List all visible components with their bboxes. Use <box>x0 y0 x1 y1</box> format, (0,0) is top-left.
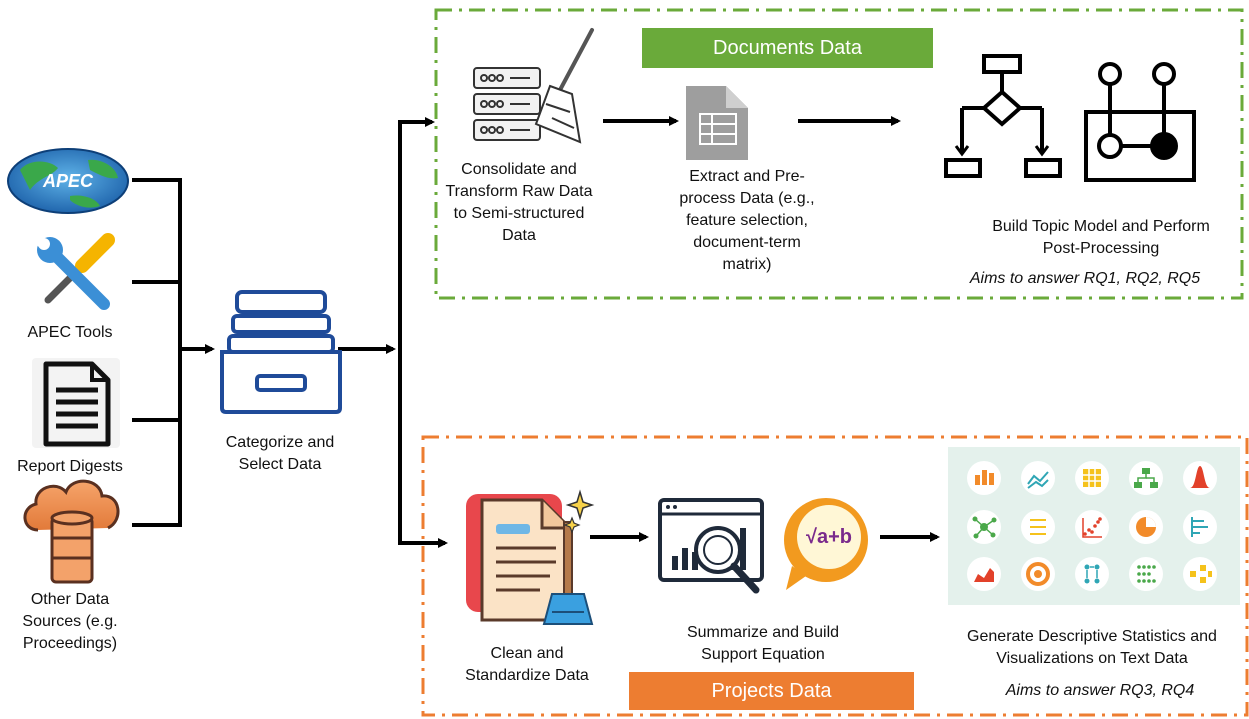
generate-stats-label: Generate Descriptive Statistics and Visu… <box>940 626 1244 670</box>
documents-aims: Aims to answer RQ1, RQ2, RQ5 <box>969 270 1201 287</box>
report-document-icon <box>32 358 120 448</box>
spreadsheet-icon <box>686 86 748 160</box>
other-sources-line-2: Sources (e.g. <box>22 613 118 630</box>
consolidate-label: Consolidate and Transform Raw Data to Se… <box>434 159 604 247</box>
extract-line-5: matrix) <box>722 256 772 273</box>
apec-logo-text: APEC <box>42 171 93 191</box>
consolidate-line-3: to Semi-structured <box>453 205 585 222</box>
source-connectors <box>132 178 215 527</box>
extract-line-2: process Data (e.g., <box>679 190 815 207</box>
flowchart-icon <box>944 54 1062 178</box>
projects-banner: Projects Data <box>629 672 914 710</box>
clean-document-icon <box>466 489 595 625</box>
build-topic-line-1: Build Topic Model and Perform <box>992 218 1210 235</box>
other-sources-line-1: Other Data <box>30 591 110 608</box>
process-arrows <box>590 116 940 542</box>
summarize-line-2: Support Equation <box>701 646 825 663</box>
summarize-label: Summarize and Build Support Equation <box>668 622 858 666</box>
documents-border <box>434 8 1244 300</box>
equation-badge-icon <box>784 498 868 590</box>
tools-icon <box>33 233 115 310</box>
model-icon <box>1084 62 1196 182</box>
split-connectors <box>338 117 448 548</box>
apec-globe-icon <box>7 148 129 214</box>
documents-banner: Documents Data <box>642 28 933 68</box>
extract-label: Extract and Pre- process Data (e.g., fea… <box>662 166 832 276</box>
report-digests-label: Report Digests <box>17 458 123 475</box>
apec-tools-label: APEC Tools <box>27 324 113 341</box>
build-topic-model-label: Build Topic Model and Perform Post-Proce… <box>960 216 1242 260</box>
build-topic-line-2: Post-Processing <box>1042 240 1160 257</box>
projects-aims: Aims to answer RQ3, RQ4 <box>1005 682 1195 699</box>
visualizations-panel <box>948 447 1240 605</box>
equation-text: √a+b <box>806 526 852 548</box>
consolidate-line-1: Consolidate and <box>461 161 577 178</box>
extract-line-3: feature selection, <box>686 212 808 229</box>
generate-line-1: Generate Descriptive Statistics and <box>967 628 1217 645</box>
other-sources-label: Other Data Sources (e.g. Proceedings) <box>10 589 130 655</box>
categorize-label: Categorize and Select Data <box>195 432 365 476</box>
summarize-line-1: Summarize and Build <box>686 624 840 641</box>
clean-line-2: Standardize Data <box>465 667 589 684</box>
other-sources-line-3: Proceedings) <box>22 635 118 652</box>
clean-line-1: Clean and <box>490 645 564 662</box>
extract-line-1: Extract and Pre- <box>689 168 805 185</box>
cloud-database-icon <box>23 479 120 584</box>
consolidate-line-2: Transform Raw Data <box>445 183 593 200</box>
consolidate-line-4: Data <box>502 227 536 244</box>
clean-label: Clean and Standardize Data <box>442 643 612 687</box>
categorize-line-1: Categorize and <box>225 434 335 451</box>
analytics-monitor-icon <box>658 498 764 594</box>
server-broom-icon <box>473 28 594 144</box>
projects-border <box>421 435 1249 717</box>
extract-line-4: document-term <box>693 234 801 251</box>
generate-line-2: Visualizations on Text Data <box>996 650 1188 667</box>
cabinet-icon <box>220 290 342 414</box>
categorize-line-2: Select Data <box>238 456 322 473</box>
